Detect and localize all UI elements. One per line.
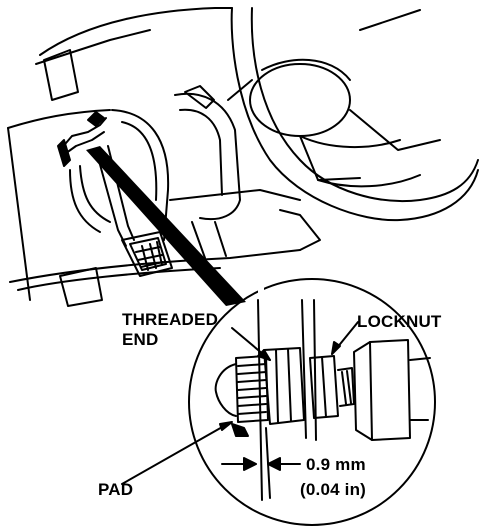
clearance-mm-label: 0.9 mm: [306, 455, 366, 474]
brake-pedal: [95, 145, 173, 277]
threaded-end-label-line2: END: [122, 330, 159, 349]
dashboard-outline: [7, 7, 321, 307]
locknut-label: LOCKNUT: [357, 312, 442, 331]
detail-switch-assembly: [214, 299, 431, 501]
brake-switch-bracket: [57, 111, 111, 233]
threaded-end-label: THREADED: [122, 310, 219, 329]
clearance-in-label: (0.04 in): [300, 480, 367, 499]
steering-wheel: [227, 7, 479, 222]
pad-label: PAD: [98, 480, 134, 499]
detail-circle: [188, 278, 436, 526]
zoom-leader: [86, 146, 246, 306]
steering-column: [174, 85, 241, 259]
clearance-dimension: [221, 457, 301, 471]
callout-leaders: [121, 321, 359, 485]
